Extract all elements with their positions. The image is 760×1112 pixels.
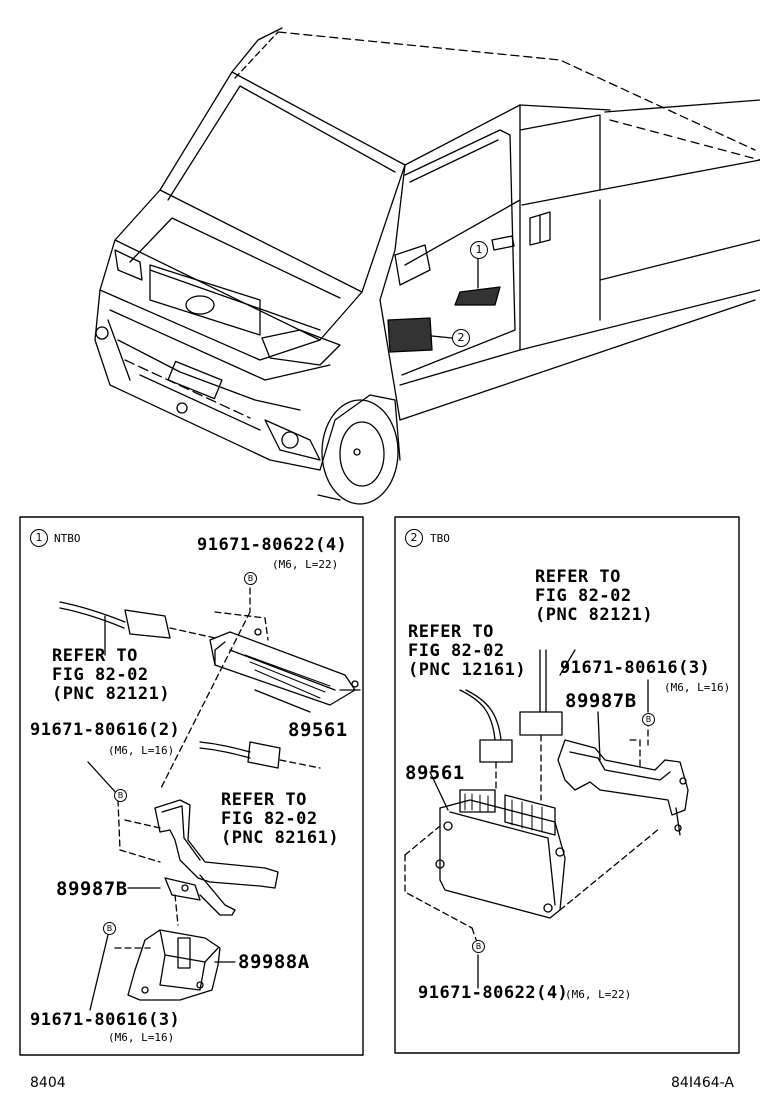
panel1-drawing	[59, 577, 361, 1011]
panel2-refer-12161: REFER TO FIG 82-02 (PNC 12161)	[408, 622, 527, 680]
panel2-bolt-right-spec: (M6, L=16)	[664, 681, 731, 694]
panel2-refer-82121: REFER TO FIG 82-02 (PNC 82121)	[535, 567, 654, 625]
panel2-bolt-right-part: 91671-80616(3)	[560, 658, 711, 678]
panel1-bolt-top-part: 91671-80622(4)	[197, 535, 348, 555]
panel1-refer-82121: REFER TO FIG 82-02 (PNC 82121)	[52, 646, 171, 704]
panel1-variant: NTBO	[54, 532, 81, 545]
panel1-bolt-bot-part: 91671-80616(3)	[30, 1010, 181, 1030]
bolt-marker: B	[114, 789, 127, 802]
bolt-marker: B	[642, 713, 655, 726]
panel1-index-badge: 1	[30, 529, 48, 547]
panel1-bolt-mid-part: 91671-80616(2)	[30, 720, 181, 740]
panel2-drawing	[404, 649, 689, 989]
panel1-ecu-part: 89561	[288, 719, 348, 741]
bolt-marker: B	[103, 922, 116, 935]
footer-figure-id: 84I464-A	[671, 1075, 734, 1091]
panel1-bolt-mid-spec: (M6, L=16)	[108, 744, 175, 757]
panel2-frame	[394, 516, 740, 1054]
panel1-bracket2-part: 89988A	[238, 951, 310, 973]
panel2-index-badge: 2	[405, 529, 423, 547]
panel2-bolt-bot-spec: (M6, L=22)	[565, 988, 632, 1001]
footer-page-code: 8404	[30, 1075, 66, 1091]
panel1-refer-82161: REFER TO FIG 82-02 (PNC 82161)	[221, 790, 340, 848]
panel2-bracket-part: 89987B	[565, 690, 637, 712]
bolt-marker: B	[472, 940, 485, 953]
panel2-bolt-bot-part: 91671-80622(4)	[418, 983, 569, 1003]
panel2-ecu-part: 89561	[405, 762, 465, 784]
callout-1-marker: 1	[470, 241, 488, 259]
panel1-bracket-part: 89987B	[56, 878, 128, 900]
bolt-marker: B	[244, 572, 257, 585]
callout-2-marker: 2	[452, 329, 470, 347]
panel1-bolt-top-spec: (M6, L=22)	[272, 558, 339, 571]
panel1-frame	[19, 516, 364, 1056]
vehicle-illustration	[94, 27, 760, 505]
panel1-bolt-bot-spec: (M6, L=16)	[108, 1031, 175, 1044]
panel2-variant: TBO	[430, 532, 450, 545]
